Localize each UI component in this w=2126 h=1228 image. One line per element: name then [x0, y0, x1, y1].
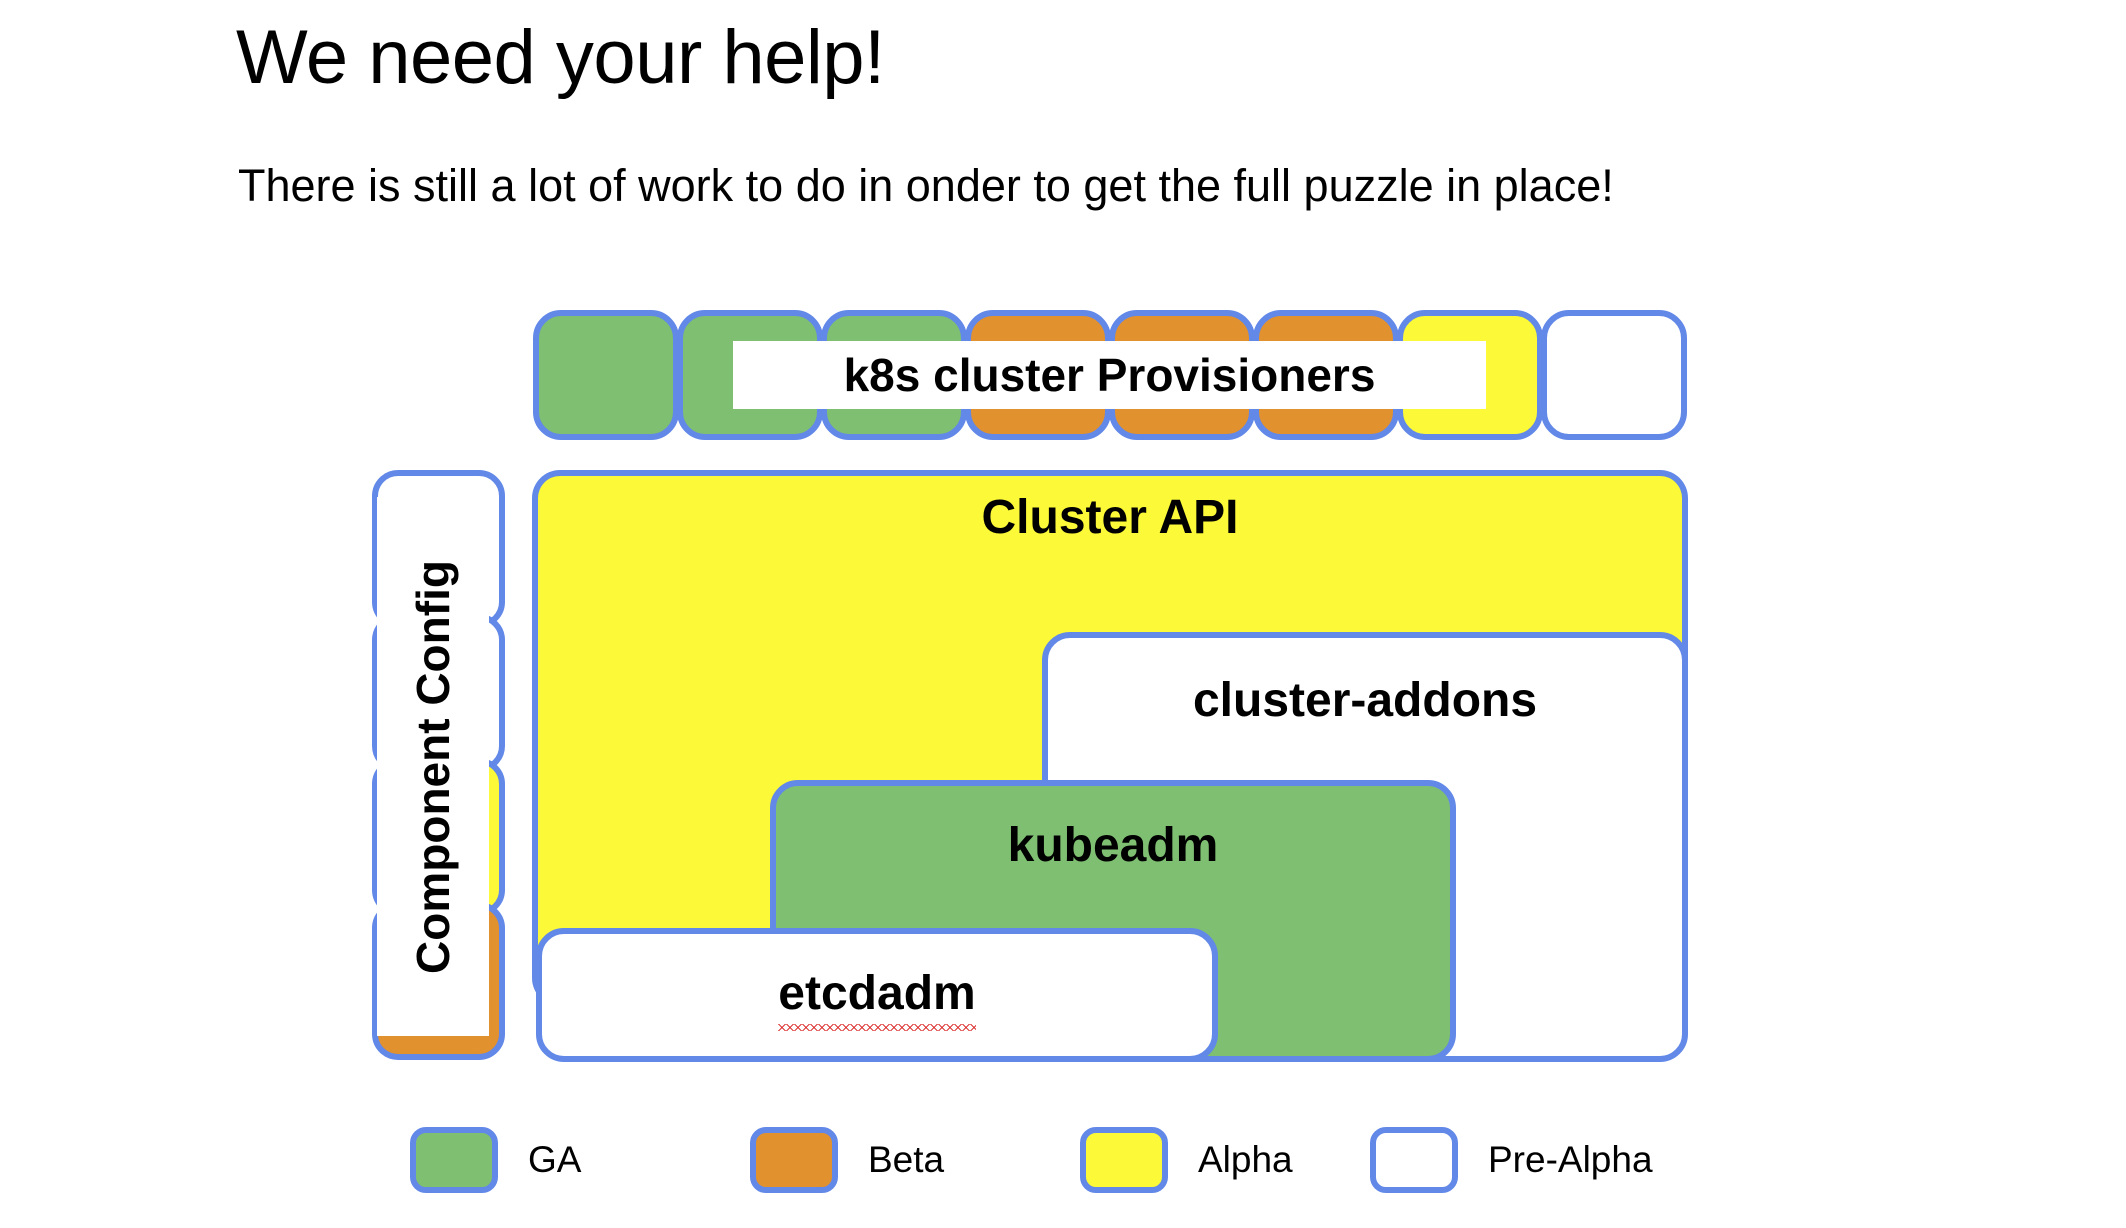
kubeadm-label: kubeadm [1007, 819, 1219, 872]
cluster-addons-label: cluster-addons [1192, 674, 1538, 727]
provisioner-cell-1 [533, 310, 679, 440]
component-config-label-text: Component Config [407, 559, 460, 974]
legend-item-alpha: Alpha [1080, 1127, 1293, 1193]
component-config-label-strip: Component Config [377, 497, 489, 1036]
legend-label: Pre-Alpha [1488, 1139, 1653, 1180]
legend-item-ga: GA [410, 1127, 581, 1193]
legend-swatch-icon [1370, 1127, 1458, 1193]
etcdadm-label: etcdadm [536, 966, 1218, 1031]
legend-label: GA [528, 1139, 582, 1180]
provisioner-cell-8 [1541, 310, 1687, 440]
legend-label: Beta [868, 1139, 945, 1180]
page-subtitle: There is still a lot of work to do in on… [238, 160, 1614, 211]
legend-item-pre-alpha: Pre-Alpha [1370, 1127, 1653, 1193]
legend-swatch-icon [1080, 1127, 1168, 1193]
etcdadm-box [536, 928, 1218, 1062]
legend-swatch-icon [750, 1127, 838, 1193]
provisioner-row-label: k8s cluster Provisioners [733, 341, 1486, 409]
legend-label: Alpha [1198, 1139, 1293, 1180]
cluster-api-box [532, 470, 1688, 660]
legend-swatch-icon [410, 1127, 498, 1193]
page-title: We need your help! [236, 15, 885, 100]
cluster-api-label: Cluster API [981, 491, 1239, 544]
etcdadm-label-text: etcdadm [778, 966, 977, 1031]
legend-item-beta: Beta [750, 1127, 944, 1193]
